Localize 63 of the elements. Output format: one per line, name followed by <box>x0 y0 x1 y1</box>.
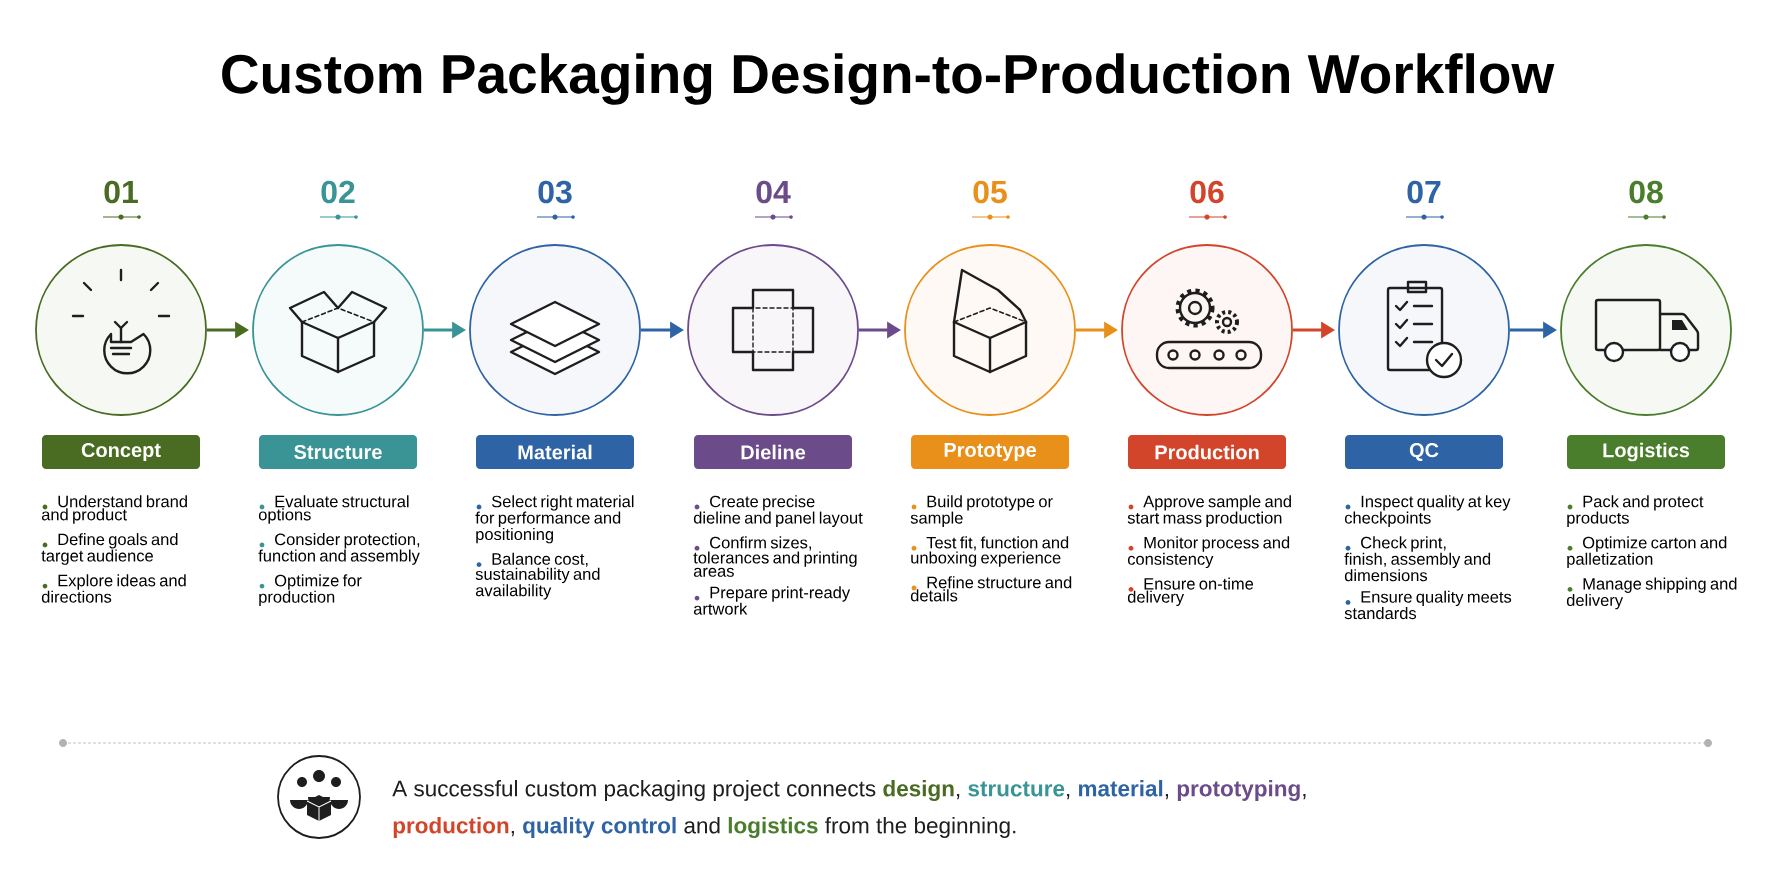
step-label: QC <box>1345 435 1503 469</box>
label: , <box>1303 793 1306 800</box>
bullet-item: Build prototype or sample <box>910 495 1053 527</box>
bullet-item: Optimize for production <box>259 574 362 606</box>
step-number: 04 <box>756 180 791 204</box>
bullet-item: Consider protection, function and assembly <box>258 533 420 565</box>
step-circle <box>904 244 1076 416</box>
footer-text: A successful custom packaging project connects design, structure, material , prototyping, production, quality control and logistics from the beginning. <box>392 779 1306 839</box>
bullet-item: Monitor process and consistency <box>1127 536 1290 569</box>
label: , <box>1165 793 1169 800</box>
bullet-item: Evaluate structural options <box>258 495 409 524</box>
step-circle <box>252 244 424 416</box>
step-label: Dieline <box>694 435 852 469</box>
bullet-item: Test fit, function and unboxing experience <box>911 536 1069 567</box>
label: , <box>511 830 514 837</box>
label: from the beginning. <box>825 816 1016 838</box>
bullet-item: Ensure quality meets standards <box>1344 590 1512 620</box>
bullet-item: Pack and protect products <box>1567 495 1704 527</box>
step-circle <box>1560 244 1732 416</box>
step-label: Production <box>1128 435 1286 469</box>
bullet-item: Manage shipping and delivery <box>1566 577 1737 610</box>
title: Custom Packaging Design-to-Production Workflow <box>222 53 1555 105</box>
bullet-item: Balance cost, sustainability and availability <box>475 552 600 600</box>
bullet-item: Understand brand and product <box>41 495 187 524</box>
step-label: Logistics <box>1567 435 1725 469</box>
label: design <box>883 779 954 802</box>
step-number: 02 <box>321 180 355 204</box>
step-circle <box>687 244 859 416</box>
step-number: 05 <box>973 180 1007 204</box>
bullet-item: Approve sample and start mass production <box>1127 495 1291 527</box>
label: , <box>1067 793 1070 800</box>
bullet-item: Confirm sizes, tolerances and printing areas <box>693 536 857 577</box>
label: A successful custom packaging project connects <box>392 779 876 801</box>
bullet-item: Check print, finish, assembly and dimensions <box>1344 536 1491 582</box>
step-number: 08 <box>1629 180 1663 204</box>
step-circle <box>1338 244 1510 416</box>
label: material <box>1078 779 1163 797</box>
bullet-item: Optimize carton and palletization <box>1567 536 1727 569</box>
step-label: Prototype <box>911 435 1069 469</box>
label: logistics <box>728 816 818 839</box>
label: quality control <box>523 816 676 838</box>
bullet-item: Select right material for performance and positioning <box>475 495 634 544</box>
label: and <box>684 816 720 834</box>
step-label: Concept <box>42 435 200 469</box>
step-label: Structure <box>259 435 417 469</box>
step-number: 03 <box>538 180 572 204</box>
step-number: 01 <box>104 180 138 204</box>
step-circle <box>1121 244 1293 416</box>
label: structure <box>968 781 1065 797</box>
bullet-item: Create precise dieline and panel layout <box>693 495 863 527</box>
step-label: Material <box>476 435 634 469</box>
bullet-item: Define goals and target audience <box>41 533 178 565</box>
step-number: 06 <box>1190 180 1224 204</box>
bullet-item: Explore ideas and directions <box>41 574 186 603</box>
bullet-item: Refine structure and details <box>910 576 1072 602</box>
bullet-item: Inspect quality at key checkpoints <box>1344 495 1511 527</box>
bullet-item: Ensure on-time delivery <box>1127 577 1254 606</box>
label: prototyping <box>1177 779 1300 802</box>
step-circle <box>35 244 207 416</box>
label: production <box>393 816 509 838</box>
label: , <box>956 793 960 800</box>
step-number: 07 <box>1407 180 1441 204</box>
bullet-item: Prepare print-ready artwork <box>693 586 851 615</box>
